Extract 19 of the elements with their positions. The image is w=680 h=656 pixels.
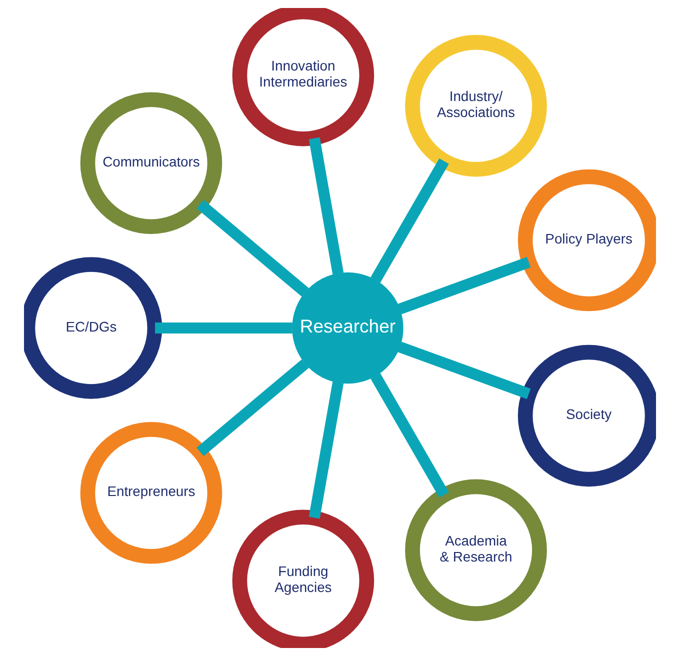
connector <box>370 158 449 283</box>
connector <box>308 137 344 274</box>
connector <box>196 200 309 297</box>
node-circle: Communicators <box>80 92 222 234</box>
node-circle: Innovation Intermediaries <box>232 8 374 146</box>
node-circle: Entrepreneurs <box>80 422 222 564</box>
node-circle: Policy Players <box>518 169 656 312</box>
connector <box>196 359 309 456</box>
node-circle: Industry/ Associations <box>405 34 547 177</box>
node-circle: Funding Agencies <box>232 510 374 648</box>
connector <box>308 382 344 519</box>
connector <box>398 256 531 314</box>
connector <box>370 373 449 498</box>
connector <box>155 322 292 334</box>
node-circle: Academia & Research <box>405 479 547 622</box>
node-circle: Researcher <box>292 272 404 384</box>
node-circle: Society <box>518 344 656 487</box>
node-circle: EC/DGs <box>24 257 162 399</box>
connector <box>398 342 531 400</box>
